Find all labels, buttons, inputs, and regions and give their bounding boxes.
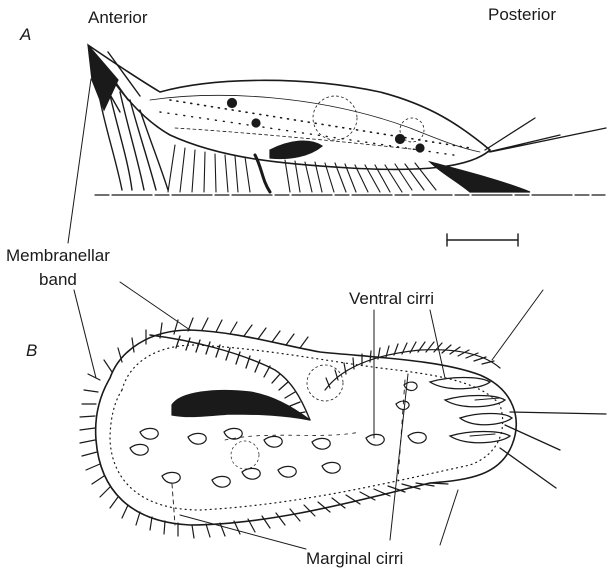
marginal-cirri-label: Marginal cirri — [306, 549, 403, 569]
side-view-ciliate — [88, 45, 606, 195]
ventral-view-ciliate — [80, 318, 606, 538]
anterior-label: Anterior — [88, 8, 148, 28]
panel-b-label: B — [26, 341, 37, 361]
ventral-cirri-label: Ventral cirri — [349, 289, 434, 309]
posterior-label: Posterior — [488, 5, 556, 25]
scale-bar — [447, 234, 518, 246]
panel-a-label: A — [20, 25, 31, 45]
ventral-body-outline — [96, 330, 517, 525]
membranellar-band-label: Membranellar band — [6, 244, 110, 292]
